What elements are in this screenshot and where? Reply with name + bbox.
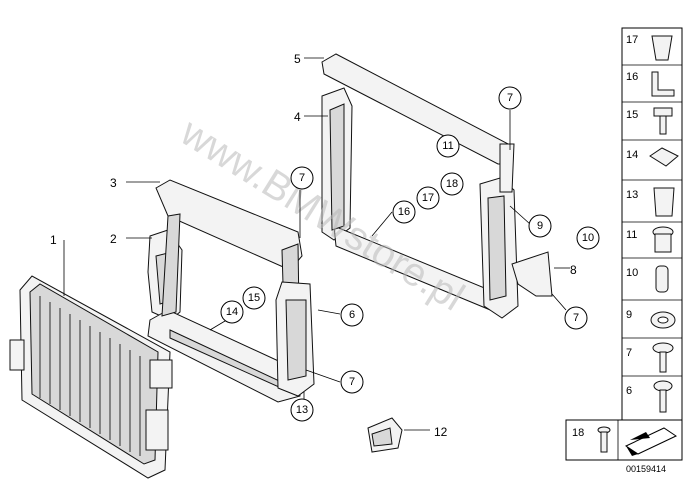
callout-8: 8 xyxy=(570,263,577,277)
sidebar-item-7[interactable]: 7 xyxy=(626,342,674,373)
callout-9: 9 xyxy=(537,220,543,232)
callout-circle-10 xyxy=(576,226,600,250)
clip-icon xyxy=(651,35,673,61)
leader-lines xyxy=(63,57,570,431)
callout-circle-11 xyxy=(436,134,460,158)
svg-text:18: 18 xyxy=(572,427,584,439)
callout-7d: 7 xyxy=(573,312,579,324)
callout-5: 5 xyxy=(294,52,301,66)
callout-circle-17 xyxy=(416,186,440,210)
callout-17: 17 xyxy=(422,192,434,204)
svg-text:14: 14 xyxy=(626,149,638,161)
sidebar-item-11[interactable]: 11 xyxy=(626,226,674,253)
callout-14: 14 xyxy=(226,306,238,318)
callout-circle-15 xyxy=(242,286,266,310)
svg-text:10: 10 xyxy=(626,267,638,279)
sidebar-item-6[interactable]: 6 xyxy=(626,380,673,413)
callout-16: 16 xyxy=(398,206,410,218)
diagram-code: 00159414 xyxy=(626,464,666,474)
connector-part-12[interactable] xyxy=(367,417,403,453)
callout-circle-16 xyxy=(392,200,416,224)
sidebar-item-14[interactable]: 14 xyxy=(626,147,679,167)
clip-sleeve-icon xyxy=(653,187,675,217)
svg-text:15: 15 xyxy=(626,109,638,121)
sidebar-item-16[interactable]: 16 xyxy=(626,71,675,97)
sidebar-item-10[interactable]: 10 xyxy=(626,265,669,293)
callout-4: 4 xyxy=(294,110,301,124)
callout-1: 1 xyxy=(50,233,57,247)
footer-item-18[interactable]: 18 xyxy=(572,426,611,453)
radiator-fins xyxy=(39,296,141,456)
callouts: 1 2 3 4 5 8 12 6 7 7 7 7 9 10 11 13 14 1… xyxy=(50,52,600,439)
nut-clip-icon xyxy=(649,147,679,167)
guide-part-6[interactable] xyxy=(275,281,315,397)
bolt-shaft-icon xyxy=(659,389,667,413)
callout-circle-14 xyxy=(220,300,244,324)
callout-circle-9 xyxy=(528,214,552,238)
callout-3: 3 xyxy=(110,176,117,190)
footer-box: 18 xyxy=(565,419,683,461)
callout-6: 6 xyxy=(349,309,355,321)
callout-circle-7d xyxy=(564,306,588,330)
sleeve-icon xyxy=(655,265,669,293)
screw-shaft-icon xyxy=(659,115,667,135)
screw-shaft-icon-7 xyxy=(659,351,667,373)
svg-text:7: 7 xyxy=(626,347,632,359)
callout-13: 13 xyxy=(296,404,308,416)
parts-sidebar: 17 16 15 14 13 11 10 9 xyxy=(621,27,683,433)
bracket-part-8[interactable] xyxy=(511,251,553,297)
callout-15: 15 xyxy=(248,292,260,304)
svg-text:13: 13 xyxy=(626,189,638,201)
callout-11: 11 xyxy=(442,140,453,152)
sidebar-item-13[interactable]: 13 xyxy=(626,187,675,217)
svg-text:9: 9 xyxy=(626,309,632,321)
callout-7c: 7 xyxy=(507,92,513,104)
callout-circle-13 xyxy=(290,398,314,422)
bracket-icon xyxy=(651,71,675,97)
svg-text:11: 11 xyxy=(626,229,637,241)
direction-arrow-icon xyxy=(624,427,678,456)
callout-circle-7a xyxy=(290,166,314,190)
screw-head-icon xyxy=(653,107,673,117)
sidebar-item-15[interactable]: 15 xyxy=(626,107,673,135)
sidebar-item-9[interactable]: 9 xyxy=(626,309,676,329)
radiator-part-1[interactable] xyxy=(9,275,173,479)
callout-7b: 7 xyxy=(349,376,355,388)
right-frame-part[interactable] xyxy=(479,143,519,319)
callout-10: 10 xyxy=(582,232,594,244)
svg-text:16: 16 xyxy=(626,71,638,83)
callout-circle-7b xyxy=(340,370,364,394)
callout-2: 2 xyxy=(110,232,117,246)
callout-18: 18 xyxy=(446,178,458,190)
sidebar-item-17[interactable]: 17 xyxy=(626,34,673,61)
callout-12: 12 xyxy=(434,425,448,439)
callout-7a: 7 xyxy=(299,172,305,184)
frame-part-4[interactable] xyxy=(321,87,505,315)
callout-circle-6 xyxy=(340,303,364,327)
grommet-body-icon xyxy=(654,233,672,253)
callout-circle-18 xyxy=(440,172,464,196)
callout-circle-7c xyxy=(498,86,522,110)
svg-text:6: 6 xyxy=(626,385,632,397)
svg-text:17: 17 xyxy=(626,34,638,46)
pin-shaft-icon xyxy=(600,431,608,453)
